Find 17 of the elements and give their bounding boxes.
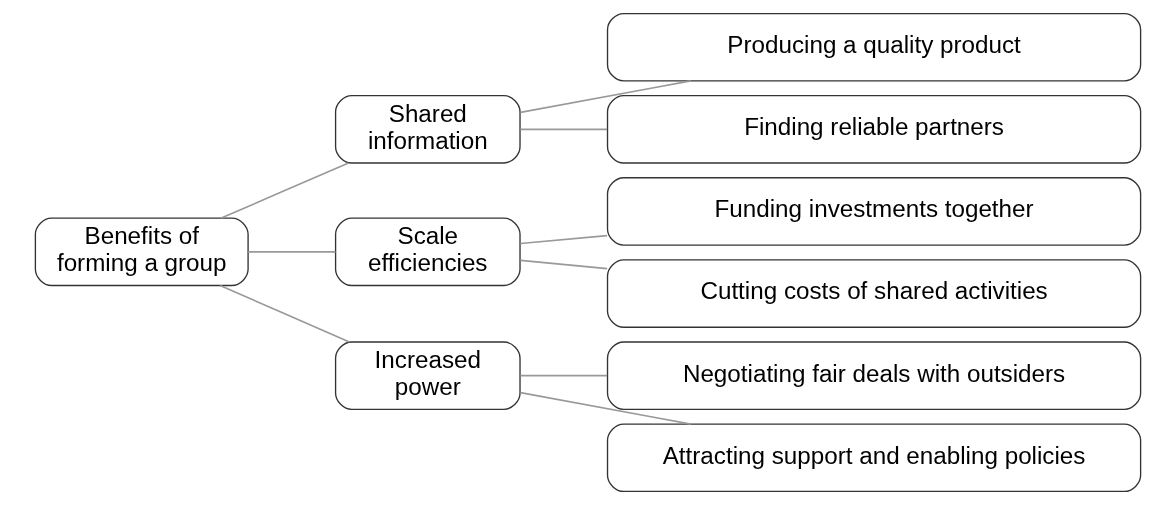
connector [519, 259, 608, 270]
node-box: Benefits of forming a group [34, 217, 249, 287]
connector [519, 374, 608, 377]
node-box: Finding reliable partners [606, 95, 1142, 164]
node-box: Negotiating fair deals with outsiders [606, 341, 1142, 410]
node-box: Producing a quality product [606, 12, 1142, 82]
node-box: Cutting costs of shared activities [606, 259, 1142, 328]
connector [220, 162, 350, 219]
node-box: Funding investments together [606, 177, 1142, 246]
node-box: Increased power [334, 341, 521, 410]
connector [519, 234, 608, 245]
connector [219, 284, 351, 343]
node-box: Attracting support and enabling policies [606, 423, 1142, 493]
connector [519, 128, 608, 131]
node-box: Shared information [334, 95, 521, 164]
node-box: Scale efficiencies [334, 217, 521, 287]
connector [247, 251, 337, 253]
